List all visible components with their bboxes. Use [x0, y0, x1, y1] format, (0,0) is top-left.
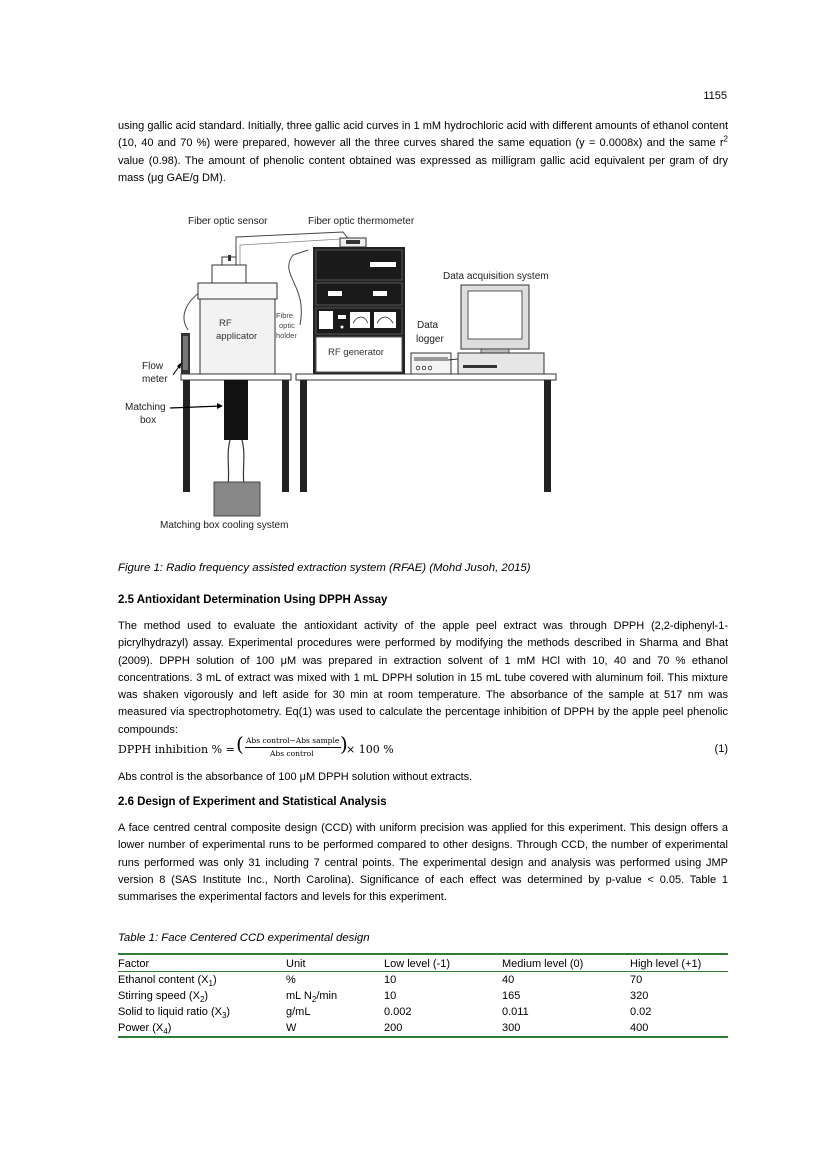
equation-number: (1) — [714, 743, 728, 755]
label-holder: holder — [276, 331, 297, 340]
cell-factor: Stirring speed (X2) — [118, 990, 209, 1005]
table-row: Stirring speed (X2) mL N2/min 10 165 320 — [118, 988, 728, 1004]
header-high: High level (+1) — [630, 953, 728, 972]
cell-unit: % — [286, 974, 296, 986]
cell-unit: mL N2/min — [286, 990, 338, 1005]
header-medium: Medium level (0) — [502, 953, 630, 972]
label-rf-generator: RF generator — [328, 347, 384, 358]
table-row: Ethanol content (X1) % 10 40 70 — [118, 972, 728, 989]
table-row: Power (X4) W 200 300 400 — [118, 1020, 728, 1038]
page-number: 1155 — [703, 90, 727, 102]
label-cooling-system: Matching box cooling system — [160, 520, 288, 531]
label-fiber-optic-sensor: Fiber optic sensor — [188, 216, 268, 227]
cell-factor: Power (X4) — [118, 1020, 286, 1038]
rfae-system-figure: RF applicator Fibre optic holder RF gene… — [125, 216, 557, 531]
cell-medium: 300 — [502, 1020, 630, 1038]
label-optic: optic — [279, 321, 295, 330]
label-meter: meter — [142, 374, 168, 385]
cell-unit: g/mL — [286, 1006, 311, 1018]
ccd-design-table: Factor Unit Low level (-1) Medium level … — [118, 953, 728, 1038]
label-rf: RF — [219, 318, 232, 329]
header-low: Low level (-1) — [384, 953, 502, 972]
equation-numerator: Abs control−Abs sample — [246, 736, 340, 745]
label-box: box — [140, 415, 156, 426]
cell-low: 0.002 — [384, 1006, 412, 1018]
table-row: Solid to liquid ratio (X3) g/mL 0.002 0.… — [118, 1004, 728, 1020]
table-header-row: Factor Unit Low level (-1) Medium level … — [118, 953, 728, 972]
section-2-5-paragraph: The method used to evaluate the antioxid… — [118, 620, 728, 736]
r-squared-sup: 2 — [723, 134, 728, 144]
header-unit: Unit — [286, 953, 384, 972]
label-data-acquisition-system: Data acquisition system — [443, 271, 549, 282]
cell-low: 10 — [384, 974, 397, 986]
cell-unit: W — [286, 1020, 384, 1038]
table-caption: Table 1: Face Centered CCD experimental … — [118, 932, 370, 944]
header-factor: Factor — [118, 953, 286, 972]
cell-high: 70 — [630, 974, 643, 986]
section-2-6-heading: 2.6 Design of Experiment and Statistical… — [118, 796, 387, 808]
abs-control-text: Abs control is the absorbance of 100 μM … — [118, 771, 473, 783]
label-applicator: applicator — [216, 331, 257, 342]
intro-text-2: value (0.98). The amount of phenolic con… — [118, 154, 728, 184]
figure-caption: Figure 1: Radio frequency assisted extra… — [118, 562, 531, 574]
cell-low: 200 — [384, 1020, 502, 1038]
label-fibre: Fibre — [276, 311, 293, 320]
cell-high: 0.02 — [630, 1006, 652, 1018]
section-2-6-paragraph: A face centred central composite design … — [118, 822, 728, 904]
label-logger: logger — [416, 334, 444, 345]
label-flow: Flow — [142, 361, 164, 372]
cell-high: 400 — [630, 1020, 728, 1038]
equation-denominator: Abs control — [270, 749, 314, 758]
equation-lhs: DPPH inhibition % = — [118, 743, 235, 756]
intro-text-1: using gallic acid standard. Initially, t… — [118, 120, 728, 150]
label-matching: Matching — [125, 402, 166, 413]
cell-medium: 165 — [502, 990, 521, 1002]
fraction-bar — [245, 747, 341, 748]
cell-high: 320 — [630, 990, 649, 1002]
equation-rhs: × 100 % — [346, 743, 394, 756]
cell-low: 10 — [384, 990, 397, 1002]
label-data: Data — [417, 320, 439, 331]
cell-medium: 0.011 — [502, 1006, 529, 1018]
label-fiber-optic-thermometer: Fiber optic thermometer — [308, 216, 415, 227]
cell-factor: Solid to liquid ratio (X3) — [118, 1006, 231, 1021]
cell-medium: 40 — [502, 974, 515, 986]
equation-paren-right: ) — [340, 732, 348, 756]
equation-1: DPPH inhibition % = ( Abs control−Abs sa… — [118, 732, 728, 766]
intro-paragraph: using gallic acid standard. Initially, t… — [118, 118, 728, 187]
section-2-5-heading: 2.5 Antioxidant Determination Using DPPH… — [118, 594, 388, 606]
cell-factor: Ethanol content (X1) — [118, 974, 217, 989]
equation-paren-left: ( — [236, 732, 244, 756]
